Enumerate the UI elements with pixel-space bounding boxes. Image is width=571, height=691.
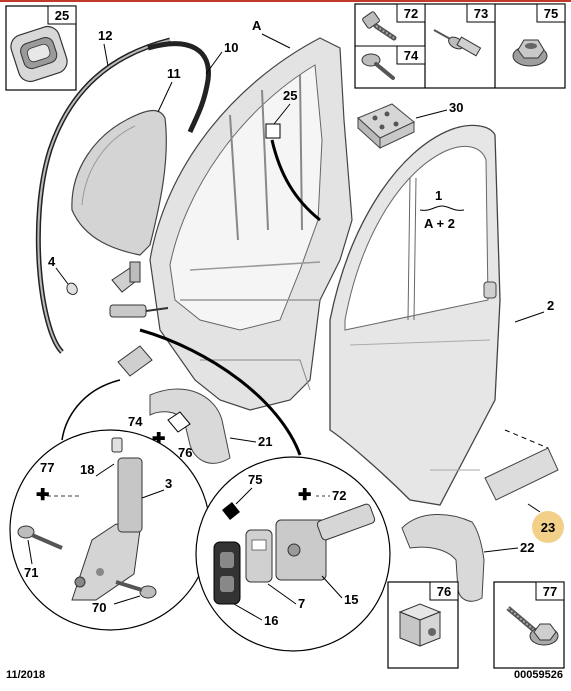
hinge-upper[interactable]	[111, 261, 141, 293]
bolt-70-icon	[115, 580, 157, 599]
square-75-icon	[222, 502, 240, 520]
callout-12: 12	[98, 28, 112, 43]
group-number: 1	[435, 188, 442, 203]
clip-76-arch[interactable]	[167, 411, 191, 433]
box-part-73[interactable]: 73	[433, 3, 496, 57]
date-code: 11/2018	[6, 669, 46, 681]
callout-23: 23	[541, 520, 555, 535]
nut-75-icon	[512, 39, 548, 67]
callout-25-door: 25	[283, 88, 297, 103]
pad-23[interactable]	[484, 429, 559, 501]
body-frame-a[interactable]	[149, 37, 353, 411]
box-part-77[interactable]: 77	[493, 581, 565, 669]
box-part-76[interactable]: 76	[387, 581, 459, 669]
box-part-74[interactable]: 74	[361, 45, 426, 80]
detail-circle-check-strap[interactable]	[195, 456, 391, 652]
clip-76-icon	[398, 603, 442, 647]
top-border-line	[0, 0, 571, 2]
callout-11: 11	[167, 66, 181, 81]
detail-circle-hinge[interactable]	[9, 429, 211, 631]
letter-a-label: A	[252, 18, 262, 33]
callout-30: 30	[449, 100, 463, 115]
cross-icon-77: ✚	[36, 487, 49, 504]
fastener-grid: 72 74 73 75	[354, 3, 566, 89]
callout-15: 15	[344, 592, 358, 607]
callout-22: 22	[520, 540, 534, 555]
check-strap[interactable]	[109, 304, 169, 318]
callout-16: 16	[264, 613, 278, 628]
callout-72-box: 72	[404, 6, 418, 21]
callout-77-detail: 77	[40, 460, 54, 475]
hinge-lower[interactable]	[117, 345, 153, 377]
check-strap-15-detail	[275, 503, 376, 581]
group-formula: A + 2	[424, 216, 455, 231]
grommet-25-icon	[10, 25, 68, 83]
callout-21: 21	[258, 434, 272, 449]
callout-75-box: 75	[544, 6, 558, 21]
callout-70: 70	[92, 600, 106, 615]
callout-18: 18	[80, 462, 94, 477]
callout-71: 71	[24, 565, 38, 580]
box-part-25[interactable]: 25	[5, 5, 77, 91]
bolt-72-icon	[362, 11, 397, 41]
arch-liner-22[interactable]	[401, 513, 485, 602]
callout-74-box: 74	[404, 48, 419, 63]
callout-77-box: 77	[543, 584, 557, 599]
cross-icon-72: ✚	[298, 487, 311, 504]
seal-16-detail	[213, 541, 241, 605]
seal-12[interactable]	[35, 37, 171, 354]
screw-74-icon	[361, 53, 395, 80]
callout-74-arch: 74	[128, 414, 143, 429]
plate-7-detail	[245, 529, 273, 583]
bolt-71-icon	[17, 525, 63, 550]
box-part-72[interactable]: 72	[362, 3, 426, 41]
trim-panel-11[interactable]	[71, 109, 167, 256]
door-2[interactable]	[329, 124, 501, 506]
box-part-75[interactable]: 75	[512, 3, 566, 67]
callout-72-detail: 72	[332, 488, 346, 503]
cable-25[interactable]	[265, 123, 321, 222]
callout-2: 2	[547, 298, 554, 313]
callout-76-arch: 76	[178, 445, 192, 460]
reference-number: 00059526	[514, 669, 563, 681]
clip-4[interactable]	[66, 282, 78, 295]
callout-73-box: 73	[474, 6, 488, 21]
clip-kit-30[interactable]	[357, 103, 415, 150]
callout-76-box: 76	[437, 584, 451, 599]
callout-23-highlight	[532, 511, 564, 543]
callout-75-detail: 75	[248, 472, 262, 487]
hinge-3-detail	[71, 437, 143, 601]
bolt-77-icon	[506, 606, 559, 646]
seal-10[interactable]	[147, 41, 211, 133]
callout-10: 10	[224, 40, 238, 55]
callout-7: 7	[298, 596, 305, 611]
callout-4: 4	[48, 254, 56, 269]
callout-25-box: 25	[55, 8, 69, 23]
callout-3: 3	[165, 476, 172, 491]
rivet-73-icon	[433, 29, 482, 57]
arch-liner-21[interactable]	[149, 388, 231, 464]
